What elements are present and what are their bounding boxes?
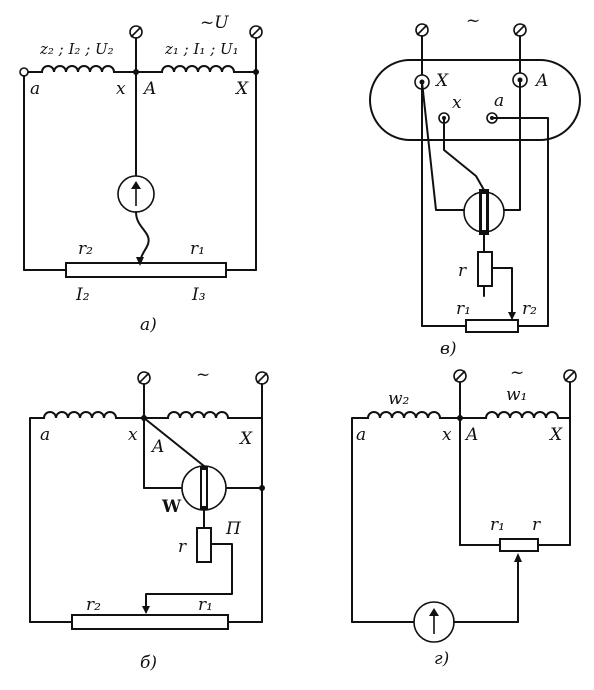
r1-label-v: r₁ [456,299,471,319]
terminal-x-label-b: x [128,425,138,445]
panel-g: ~ w₂ w₁ a x A X r₁ r г) [351,363,577,669]
terminal-a-label-b: a [40,425,50,445]
terminal-board [369,59,581,141]
coil-w1-label: w₁ [506,385,527,405]
source-label-b: ~ [196,365,210,385]
P-label-b: П [225,519,242,539]
caption-b: б) [140,653,157,673]
r2-label-v: r₂ [522,299,537,319]
terminal-X-label-b: X [238,429,253,449]
r-label-b: r [178,537,187,557]
slide-wire-b [71,614,229,630]
terminal-x-label: x [116,79,126,99]
wattmeter-label: W [161,497,182,517]
panel-b: ~ a x A X W r П r₂ r₁ б) [29,365,269,673]
caption-g: г) [434,649,449,669]
coil-z1 [136,65,256,73]
source-label: ~U [200,13,229,33]
caption-v: в) [440,339,457,359]
slide-wire-resistor [65,262,227,278]
terminal-A-label-b: A [150,437,164,457]
terminal-X-label-g: X [548,425,563,445]
panel-a: ~U z₂ ; I₂ ; U₂ z₁ ; I₁ ; U₁ a x A X r₂ … [19,13,263,335]
panel-v: ~ X A x a r r₁ r₂ в) [369,11,581,359]
r1-label: r₁ [190,239,205,259]
I3-label: I₃ [191,285,206,305]
coil-w1 [460,411,570,419]
r-label-v: r [458,261,467,281]
coil-w2 [352,411,460,419]
r1-label-g: r₁ [490,515,505,535]
resistor-r1-v [465,319,519,333]
source-label-v: ~ [466,11,480,31]
terminal-a-open [19,67,29,77]
r2-label: r₂ [78,239,93,259]
coil-right-b [144,411,262,419]
terminal-x-label-v: x [452,93,462,113]
terminal-x-label-g: x [442,425,452,445]
coil-right-label: z₁ ; I₁ ; U₁ [164,40,239,58]
terminal-A-label: A [142,79,156,99]
terminal-A-label-g: A [464,425,478,445]
I2-label: I₂ [75,285,90,305]
r2-label-b: r₂ [86,595,101,615]
coil-w2-label: w₂ [388,389,410,409]
terminal-a-label-v: a [494,91,504,111]
terminal-a-label: a [30,79,40,99]
r-label-g: r [532,515,541,535]
coil-z2 [28,65,136,73]
caption-a: а) [140,315,157,335]
r1-label-b: r₁ [198,595,213,615]
resistor-r-b [196,527,212,563]
source-label-g: ~ [510,363,524,383]
coil-left-label: z₂ ; I₂ ; U₂ [39,40,114,58]
terminal-a-label-g: a [356,425,366,445]
coil-left-b [30,411,144,419]
terminal-X-label: X [234,79,249,99]
terminal-A-label-v: A [534,71,548,91]
terminal-X-label-v: X [434,71,449,91]
resistor-r1-g [499,538,539,552]
resistor-r-v [477,251,493,287]
